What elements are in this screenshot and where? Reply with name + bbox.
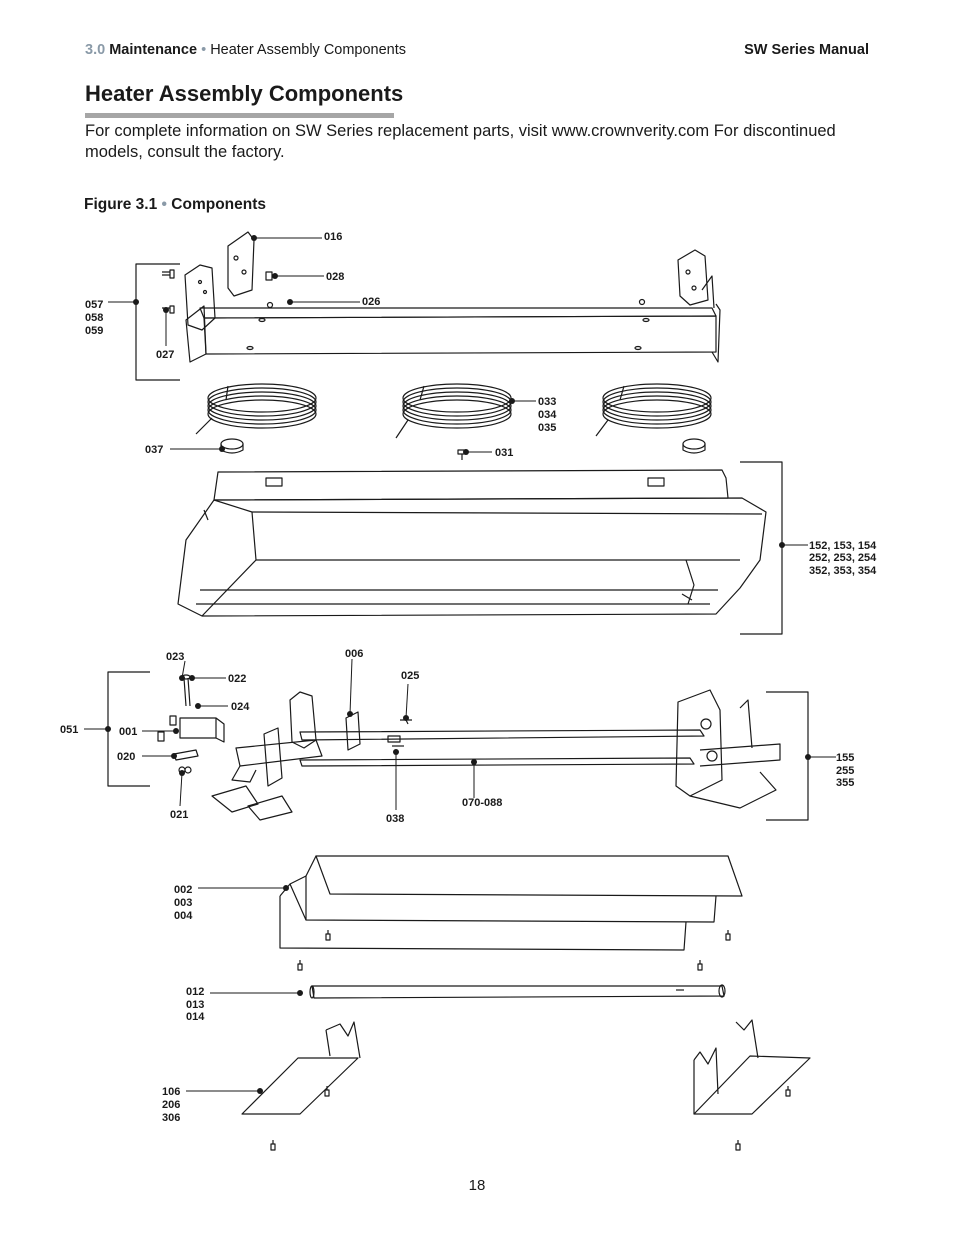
callout-057: 057: [85, 299, 103, 311]
heater-housing: [177, 469, 767, 617]
callout-106: 106: [162, 1086, 180, 1098]
callout-025: 025: [401, 670, 419, 682]
callout-027: 027: [156, 349, 174, 361]
callout-033: 033: [538, 396, 556, 408]
callout-070-088: 070-088: [462, 797, 502, 809]
callout-013: 013: [186, 999, 204, 1011]
end-plate-right: [693, 1019, 811, 1115]
callout-004: 004: [174, 910, 193, 922]
section-number: 3.0: [85, 42, 106, 58]
running-header: 3.0 Maintenance • Heater Assembly Compon…: [85, 42, 406, 58]
callout-034: 034: [538, 409, 557, 421]
section-title: Maintenance: [109, 42, 198, 58]
callout-001: 001: [119, 726, 137, 738]
page-title: Heater Assembly Components: [85, 81, 404, 106]
callout-152: 152, 153, 154: [809, 540, 877, 552]
figure-caption: Figure 3.1 • Components: [84, 196, 266, 214]
callout-255: 255: [836, 765, 854, 777]
callout-155: 155: [836, 752, 854, 764]
callout-038: 038: [386, 813, 404, 825]
title-underline: [85, 113, 394, 118]
callout-306: 306: [162, 1112, 180, 1124]
frame-assembly: [157, 674, 781, 821]
callout-037: 037: [145, 444, 163, 456]
callout-020: 020: [117, 751, 135, 763]
callout-051: 051: [60, 724, 78, 736]
callout-016: 016: [324, 231, 342, 243]
callout-355: 355: [836, 777, 854, 789]
burner-coils: [195, 383, 712, 460]
callout-014: 014: [186, 1011, 205, 1023]
subsection-title: Heater Assembly Components: [210, 42, 407, 58]
top-bracket-assembly: [162, 231, 721, 363]
callout-021: 021: [170, 809, 188, 821]
callout-206: 206: [162, 1099, 180, 1111]
callout-026: 026: [362, 296, 380, 308]
reflector-shield: [279, 855, 743, 951]
coil-center: [395, 383, 512, 439]
page-number: 18: [468, 1177, 486, 1194]
callout-003: 003: [174, 897, 192, 909]
manual-name: SW Series Manual: [744, 42, 869, 58]
callout-012: 012: [186, 986, 204, 998]
header-separator: •: [201, 42, 207, 58]
callout-031: 031: [495, 447, 513, 459]
bracket-057: [135, 263, 180, 381]
callout-023: 023: [166, 651, 184, 663]
support-rod: [309, 984, 726, 999]
intro-paragraph: For complete information on SW Series re…: [85, 122, 836, 161]
callout-252: 252, 253, 254: [809, 552, 877, 564]
coil-right: [595, 383, 712, 437]
coil-left: [195, 383, 317, 435]
callout-002: 002: [174, 884, 192, 896]
callout-059: 059: [85, 325, 103, 337]
callout-352: 352, 353, 354: [809, 565, 877, 577]
bracket-155: [766, 691, 809, 821]
figure-separator: •: [161, 196, 167, 213]
figure-number: Figure 3.1: [84, 196, 158, 213]
callout-058: 058: [85, 312, 103, 324]
callout-024: 024: [231, 701, 250, 713]
end-plate-left: [241, 1021, 361, 1115]
figure-title: Components: [171, 196, 266, 213]
callout-035: 035: [538, 422, 556, 434]
callout-006: 006: [345, 648, 363, 660]
callout-022: 022: [228, 673, 246, 685]
callout-028: 028: [326, 271, 344, 283]
